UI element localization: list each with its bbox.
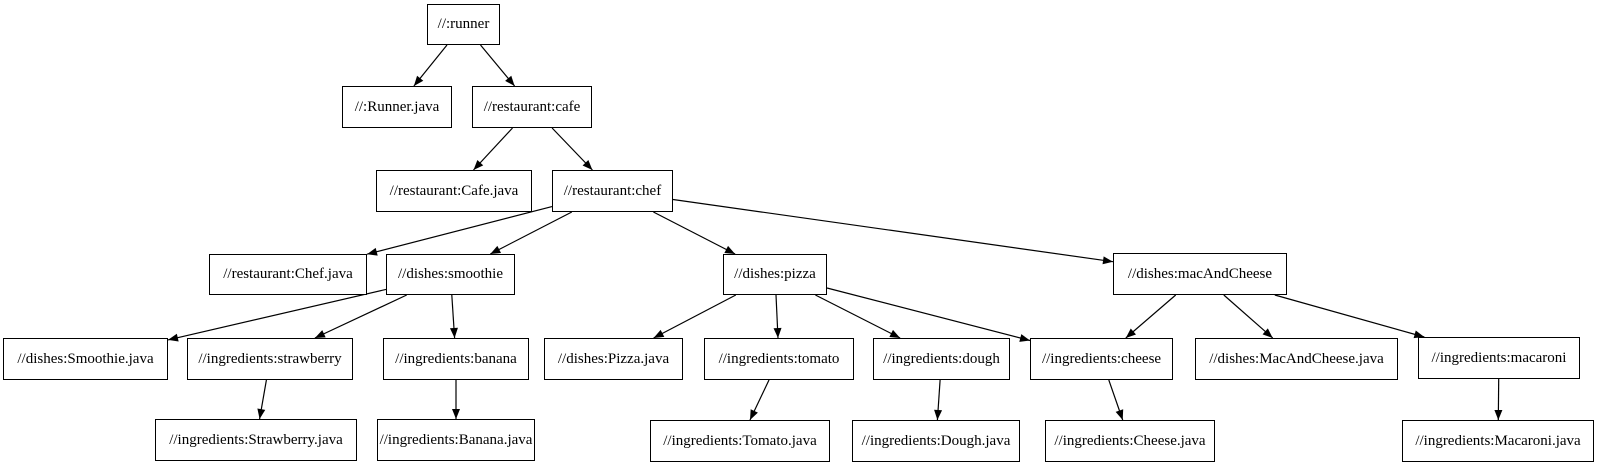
graph-edge-pizza-to-tomato: [773, 294, 782, 339]
graph-edge-cheese-to-cheese-java: [1108, 379, 1124, 421]
graph-node-smoothie-java: //dishes:Smoothie.java: [3, 338, 168, 380]
graph-edge-tomato-to-tomato-java: [749, 379, 770, 421]
graph-edge-smoothie-to-banana: [449, 294, 458, 339]
graph-edge-runner-to-cafe: [480, 44, 516, 87]
graph-edge-pizza-to-cheese: [826, 287, 1031, 342]
graph-node-cafe-java: //restaurant:Cafe.java: [376, 170, 532, 212]
graph-node-smoothie: //dishes:smoothie: [386, 254, 515, 295]
graph-node-pizza-java: //dishes:Pizza.java: [544, 338, 683, 380]
graph-node-cafe: //restaurant:cafe: [472, 86, 592, 128]
graph-edge-pizza-to-dough: [815, 294, 901, 339]
graph-node-chef-java: //restaurant:Chef.java: [209, 254, 367, 295]
graph-edge-strawberry-to-strawberry-java: [257, 379, 267, 420]
graph-node-chef: //restaurant:chef: [552, 170, 673, 212]
graph-edge-mac-and-cheese-to-macaroni: [1274, 294, 1425, 339]
graph-node-mac-and-cheese: //dishes:macAndCheese: [1113, 253, 1287, 295]
graph-node-runner-java: //:Runner.java: [342, 86, 452, 128]
graph-node-strawberry: //ingredients:strawberry: [187, 338, 353, 380]
graph-node-strawberry-java: //ingredients:Strawberry.java: [155, 419, 357, 461]
graph-edge-chef-to-chef-java: [366, 206, 553, 256]
graph-node-tomato-java: //ingredients:Tomato.java: [650, 420, 830, 462]
graph-edge-cafe-to-chef: [551, 127, 593, 171]
graph-node-mac-and-cheese-java: //dishes:MacAndCheese.java: [1195, 338, 1398, 380]
graph-edge-smoothie-to-strawberry: [314, 294, 407, 339]
graph-edge-runner-to-runner-java: [413, 44, 448, 87]
graph-node-dough-java: //ingredients:Dough.java: [852, 420, 1020, 462]
graph-edge-smoothie-to-smoothie-java: [167, 288, 387, 342]
graph-node-macaroni: //ingredients:macaroni: [1418, 337, 1580, 379]
graph-node-pizza: //dishes:pizza: [723, 254, 827, 295]
graph-edge-mac-and-cheese-to-cheese: [1125, 294, 1177, 339]
graph-edge-dough-to-dough-java: [934, 379, 943, 421]
graph-edge-mac-and-cheese-to-mac-and-cheese-java: [1223, 294, 1274, 339]
graph-node-cheese: //ingredients:cheese: [1030, 338, 1173, 380]
graph-node-banana: //ingredients:banana: [383, 338, 529, 380]
graph-node-dough: //ingredients:dough: [873, 338, 1010, 380]
graph-edge-chef-to-pizza: [653, 211, 736, 255]
graph-node-banana-java: //ingredients:Banana.java: [377, 419, 535, 461]
graph-node-cheese-java: //ingredients:Cheese.java: [1045, 420, 1215, 462]
graph-node-tomato: //ingredients:tomato: [704, 338, 854, 380]
graph-edge-chef-to-mac-and-cheese: [672, 198, 1114, 265]
graph-edge-chef-to-smoothie: [490, 211, 573, 255]
graph-edge-cafe-to-cafe-java: [473, 127, 513, 171]
graph-edge-pizza-to-pizza-java: [653, 294, 737, 339]
graph-node-runner: //:runner: [427, 4, 500, 45]
graph-node-macaroni-java: //ingredients:Macaroni.java: [1402, 420, 1594, 462]
